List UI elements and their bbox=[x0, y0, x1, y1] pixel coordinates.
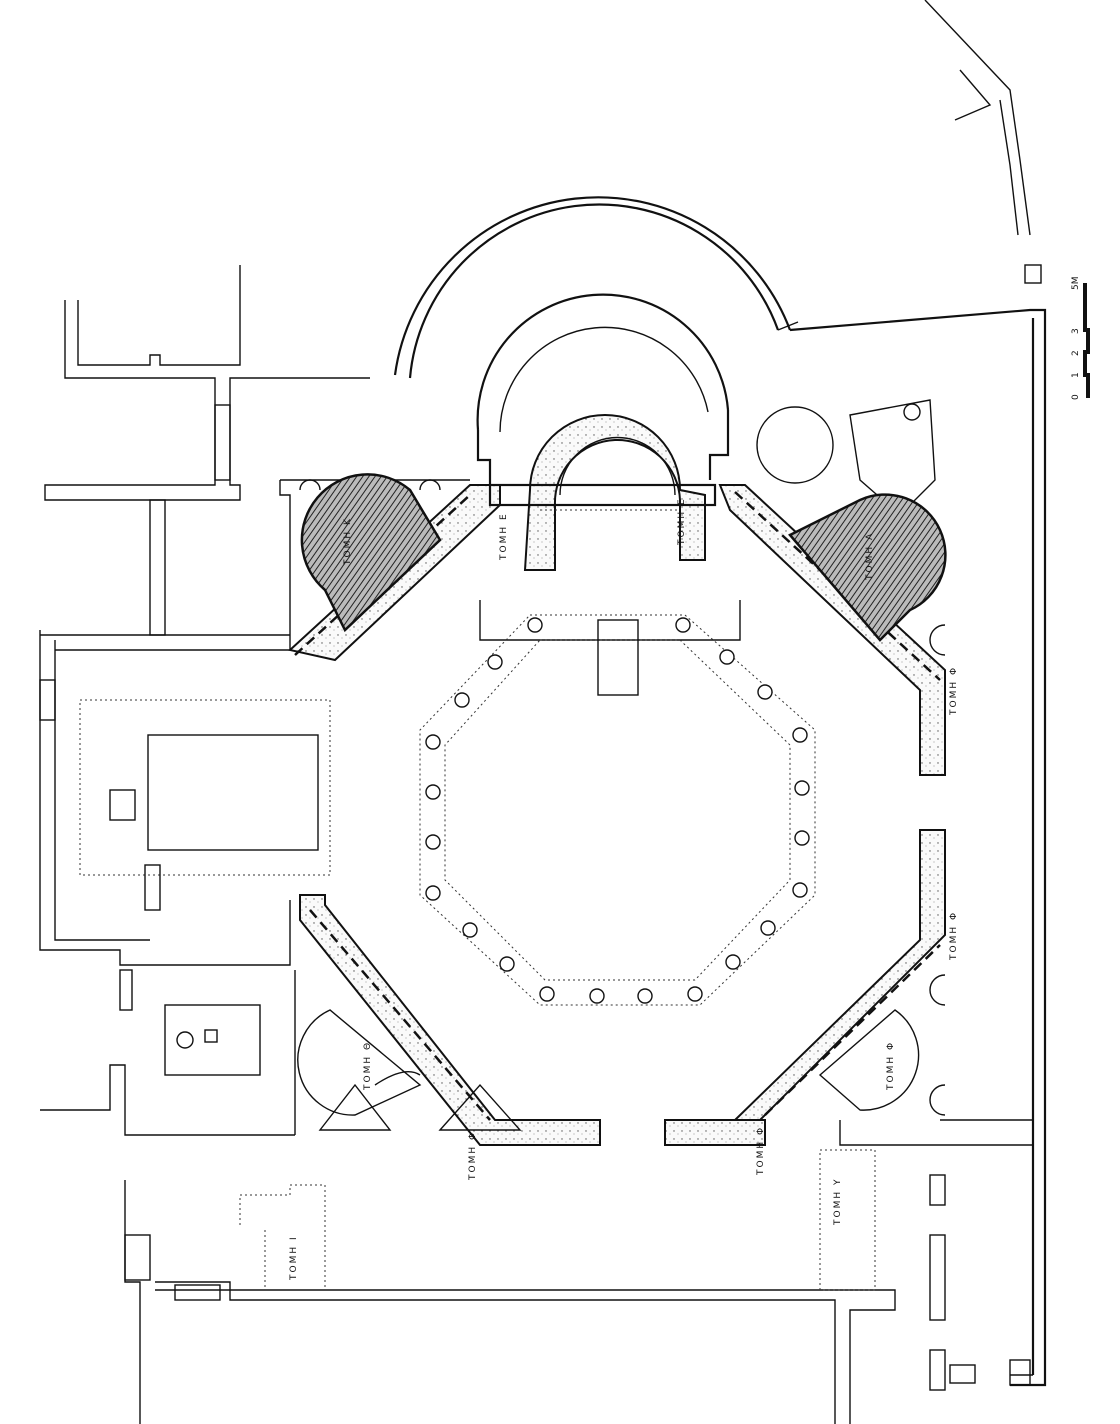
scale-bar: 0 1 2 3 5M bbox=[1071, 277, 1090, 400]
label-apse-right: ΤΟΜΗ Ε bbox=[677, 497, 687, 546]
label-south-annex: ΤΟΜΗ Ι bbox=[289, 1235, 299, 1281]
inner-apse bbox=[476, 293, 741, 696]
label-se-bottom: ΤΟΜΗ Φ bbox=[756, 1126, 766, 1176]
label-south-passage: ΤΟΜΗ Υ bbox=[833, 1178, 843, 1226]
sw-chamber bbox=[297, 1009, 522, 1131]
label-sw-chamber: ΤΟΜΗ Θ bbox=[363, 1041, 373, 1091]
western-rooms bbox=[39, 265, 976, 1424]
label-se-chamber: ΤΟΜΗ Φ bbox=[886, 1041, 896, 1091]
section-labels: ΤΟΜΗ Ε ΤΟΜΗ Ε ΤΟΜΗ Κ ΤΟΜΗ Λ ΤΟΜΗ Φ ΤΟΜΗ … bbox=[289, 497, 959, 1281]
label-east-wall-lower: ΤΟΜΗ Φ bbox=[949, 911, 959, 961]
se-chamber bbox=[818, 974, 1033, 1146]
label-sw-bottom: ΤΟΜΗ Φ bbox=[468, 1131, 478, 1181]
nw-chamber bbox=[279, 473, 470, 650]
scale-tick-3: 3 bbox=[1071, 328, 1081, 334]
scale-tick-0: 0 bbox=[1071, 394, 1081, 400]
northeast-wall-fragments bbox=[924, 0, 1042, 284]
label-ne-chamber: ΤΟΜΗ Λ bbox=[865, 532, 875, 581]
label-nw-chamber: ΤΟΜΗ Κ bbox=[343, 517, 353, 566]
scale-tick-5m: 5M bbox=[1071, 277, 1081, 291]
ne-chamber bbox=[756, 399, 947, 656]
outer-apse bbox=[393, 196, 1047, 1387]
octagon-colonnade bbox=[419, 614, 816, 1006]
scale-tick-1: 1 bbox=[1071, 372, 1081, 378]
scale-tick-2: 2 bbox=[1071, 350, 1081, 356]
label-apse-left: ΤΟΜΗ Ε bbox=[499, 512, 509, 561]
label-east-wall-upper: ΤΟΜΗ Φ bbox=[949, 666, 959, 716]
